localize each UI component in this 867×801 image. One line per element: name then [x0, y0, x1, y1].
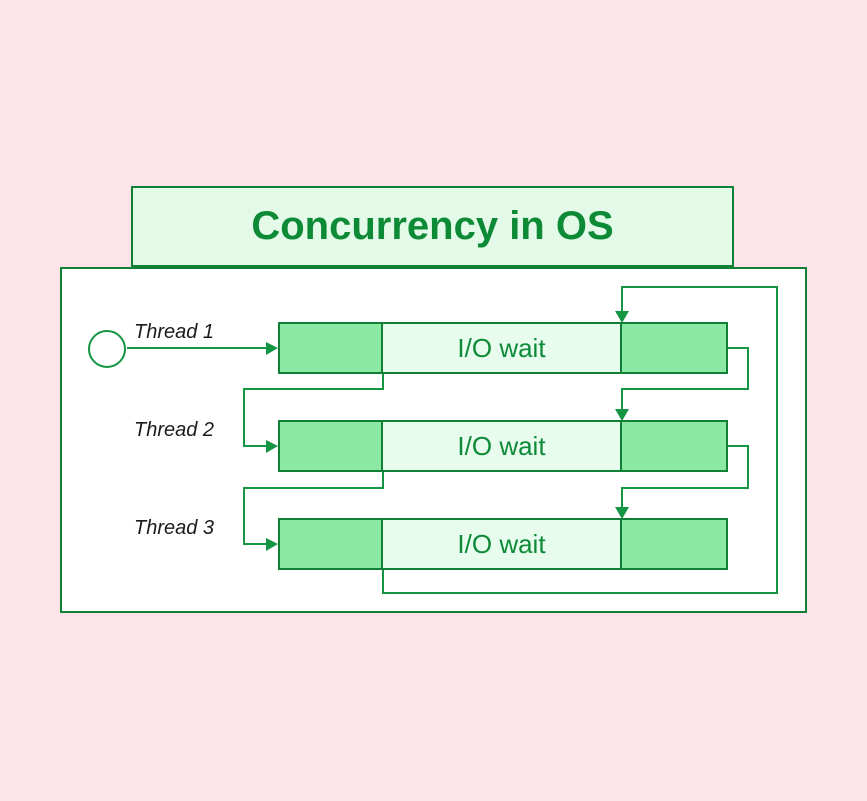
thread-3-resume-block [620, 518, 728, 570]
thread-1-label: Thread 1 [134, 320, 215, 343]
thread-2-cpu-burst-block [278, 420, 383, 472]
thread-2-resume-block [620, 420, 728, 472]
thread-2-io-wait-block: I/O wait [381, 420, 622, 472]
thread-1-cpu-burst-block [278, 322, 383, 374]
page-title: Concurrency in OS [251, 204, 614, 248]
thread-1-io-wait-block: I/O wait [381, 322, 622, 374]
thread-3-cpu-burst-block [278, 518, 383, 570]
start-node-circle [88, 330, 126, 368]
thread-1-resume-block [620, 322, 728, 374]
thread-3-label: Thread 3 [134, 516, 215, 539]
thread-3-io-wait-block: I/O wait [381, 518, 622, 570]
thread-2-label: Thread 2 [134, 418, 215, 441]
title-box: Concurrency in OS [131, 186, 734, 267]
